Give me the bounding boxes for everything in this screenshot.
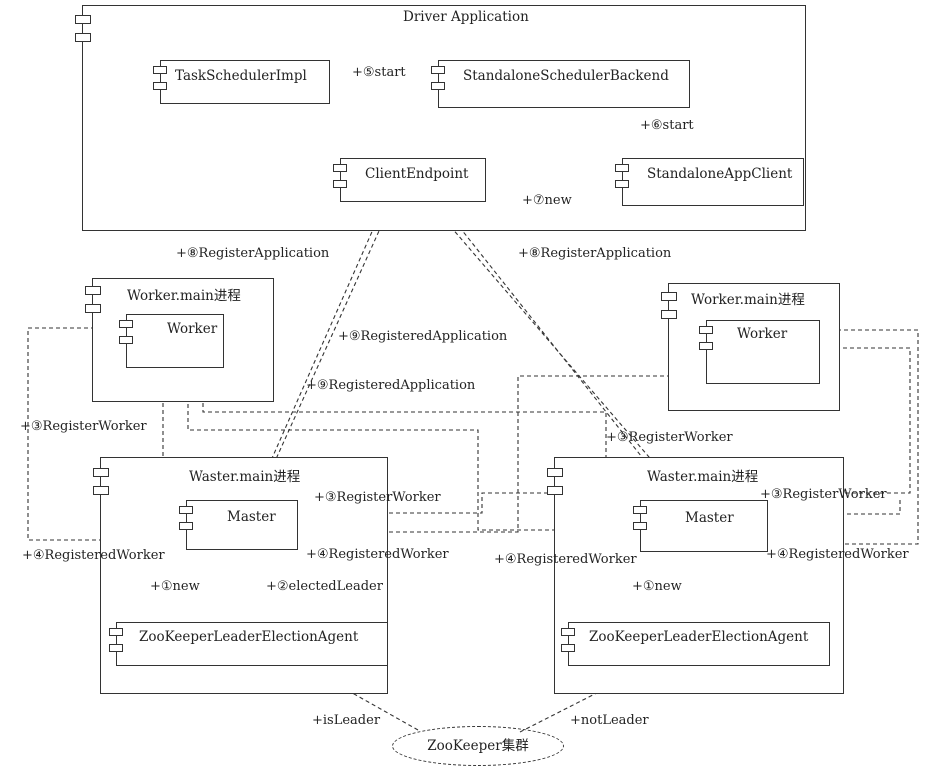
worker-left: Worker [119,314,224,368]
label-new7: +⑦new [522,193,572,208]
standalone-app-client-label: StandaloneAppClient [647,166,793,182]
worker-process-left-title: Worker.main进程 [127,288,241,304]
client-endpoint: ClientEndpoint [333,158,486,202]
zookeeper-cluster: ZooKeeper集群 [392,726,564,766]
edge-master-right-to-worker-left [188,368,598,531]
label-new1-left: +①new [150,579,200,594]
component-icon [615,164,629,196]
component-icon [547,468,563,504]
component-icon [109,628,123,660]
label-registered-worker-left-outer: +④RegisteredWorker [22,548,165,563]
label-new1-right: +①new [632,579,682,594]
component-icon [633,506,647,538]
component-icon [699,326,713,358]
edge-register-app-left [261,200,393,491]
component-icon [561,628,575,660]
label-registered-worker-right-inner: +④RegisteredWorker [494,552,637,567]
edge-register-app-right [432,205,687,501]
worker-right-label: Worker [737,326,788,342]
edge-not-leader [519,672,638,733]
label-register-worker-left-master: +③RegisterWorker [314,490,441,505]
label-register-worker-right-master: +③RegisterWorker [760,487,887,502]
leader-election-agent-left: ZooKeeperLeaderElectionAgent [109,622,388,666]
edge-worker-right-register [766,500,901,514]
edge-master-right-to-worker-right [768,330,919,545]
leader-election-agent-right: ZooKeeperLeaderElectionAgent [561,622,830,666]
master-left-label: Master [227,509,276,525]
task-scheduler-impl-label: TaskSchedulerImpl [175,68,307,84]
driver-application-title: Driver Application [403,9,529,25]
label-register-app-right: +⑧RegisterApplication [518,246,672,261]
label-start6: +⑥start [640,118,694,133]
worker-right: Worker [699,320,820,384]
component-icon [85,286,101,322]
standalone-scheduler-backend-label: StandaloneSchedulerBackend [463,68,669,84]
leader-election-agent-right-label: ZooKeeperLeaderElectionAgent [589,629,809,645]
leader-election-agent-left-label: ZooKeeperLeaderElectionAgent [139,629,359,645]
label-start5: +⑤start [352,65,406,80]
component-icon [153,66,167,98]
component-icon [119,320,133,352]
label-not-leader: +notLeader [570,713,649,728]
label-registered-app-a: +⑨RegisteredApplication [338,329,508,344]
label-register-worker-left-outer: +③RegisterWorker [20,419,147,434]
master-right-label: Master [685,510,734,526]
component-icon [661,292,677,328]
label-registered-app-b: +⑨RegisteredApplication [306,378,476,393]
component-icon [333,164,347,196]
label-registered-worker-left-master: +④RegisteredWorker [306,547,449,562]
client-endpoint-label: ClientEndpoint [365,166,469,182]
worker-process-right-title: Worker.main进程 [691,292,805,308]
edge-registered-app-left [258,199,387,490]
label-register-worker-right-top: +③RegisterWorker [606,430,733,445]
master-right: Master [633,500,768,552]
standalone-app-client: StandaloneAppClient [615,158,804,206]
label-elected-leader: +②electedLeader [266,579,383,594]
component-icon [93,468,109,504]
label-register-app-left: +⑧RegisterApplication [176,246,330,261]
master-process-right-title: Waster.main进程 [647,469,759,485]
standalone-scheduler-backend: StandaloneSchedulerBackend [431,60,690,108]
component-icon [179,506,193,538]
label-is-leader: +isLeader [312,713,381,728]
master-left: Master [179,500,298,550]
master-process-left-title: Waster.main进程 [189,469,301,485]
edge-master-left-to-worker-outer [27,328,180,541]
edge-master-left-to-worker-right [298,376,696,533]
label-registered-worker-right-outer: +④RegisteredWorker [766,547,909,562]
task-scheduler-impl: TaskSchedulerImpl [153,60,330,104]
component-icon [431,66,445,98]
component-icon [75,15,91,51]
edge-worker-right-to-master-left [325,347,911,513]
worker-left-label: Worker [167,321,218,337]
